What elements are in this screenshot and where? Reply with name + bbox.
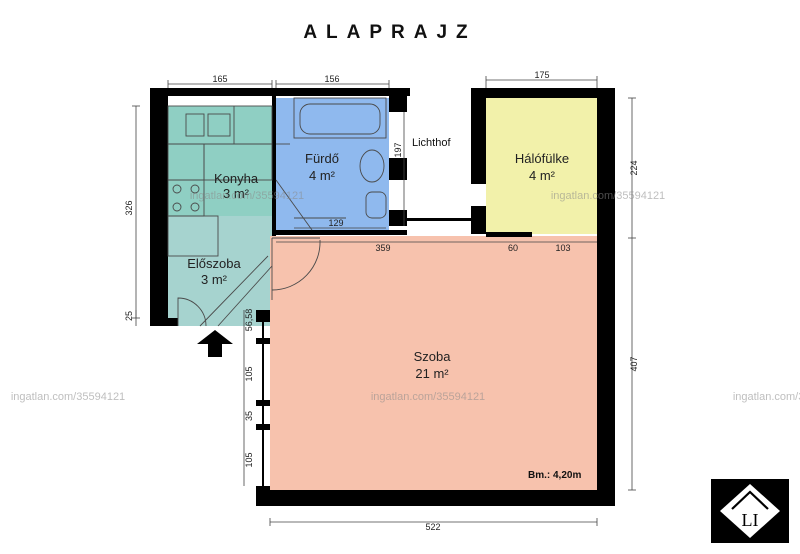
room-eloszoba-fill [168,216,272,326]
watermark-bedroom: ingatlan.com/35594121 [551,190,665,202]
room-furdo-fill [276,98,389,232]
room-furdo-area: 4 m² [309,168,336,183]
ceiling-height-label: Bm.: 4,20m [528,470,581,481]
dim-room-top-right: 103 [555,243,570,253]
dim-room-top: 359 [375,243,390,253]
dim-left-window-c: 35 [244,411,254,421]
room-szoba-name: Szoba [414,349,452,364]
lichthof-label: Lichthof [412,137,451,149]
bathroom-fixtures [275,97,387,231]
watermark-left: ingatlan.com/35594121 [11,391,125,403]
dim-top-kitchen: 165 [212,74,227,84]
room-furdo-name: Fürdő [305,151,339,166]
dim-bath-inner-right: 197 [393,142,403,157]
dim-bath-inner-bottom: 129 [328,218,343,228]
watermark-center: ingatlan.com/35594121 [371,391,485,403]
plan-title: ALAPRAJZ [303,22,476,43]
room-halofulke-name: Hálófülke [515,151,569,166]
room-konyha-name: Konyha [214,171,259,186]
dim-left-kitchen: 326 [124,200,134,215]
room-eloszoba-area: 3 m² [201,272,228,287]
dim-top-bath: 156 [324,74,339,84]
dim-right-room: 407 [629,356,639,371]
dim-left-small: 25 [124,311,134,321]
kitchen-fixtures [167,105,273,327]
dim-top-bedroom: 175 [534,70,549,80]
room-halofulke-fill [486,98,597,234]
logo-text: LI [742,510,759,530]
dim-left-window-d: 105 [244,452,254,467]
dim-right-bedroom: 224 [629,160,639,175]
room-eloszoba-name: Előszoba [187,256,241,271]
room-szoba-area: 21 m² [415,366,449,381]
room-konyha-fill [168,106,272,216]
dim-room-top-mid: 60 [508,243,518,253]
walls [150,88,615,506]
entrance-arrow-icon [197,330,233,357]
room-konyha-area: 3 m² [223,186,250,201]
dim-bottom-room: 522 [425,522,440,532]
room-halofulke-area: 4 m² [529,168,556,183]
brand-logo: LI [711,479,789,543]
watermark-kitchen: ingatlan.com/35594121 [190,190,304,202]
dim-left-window-b: 105 [244,366,254,381]
dimension-lines [132,76,636,526]
watermark-right: ingatlan.com/35594121 [733,391,800,403]
dim-left-window-a: 56,58 [244,309,254,332]
room-szoba-fill [270,236,597,490]
room-door [271,237,321,300]
